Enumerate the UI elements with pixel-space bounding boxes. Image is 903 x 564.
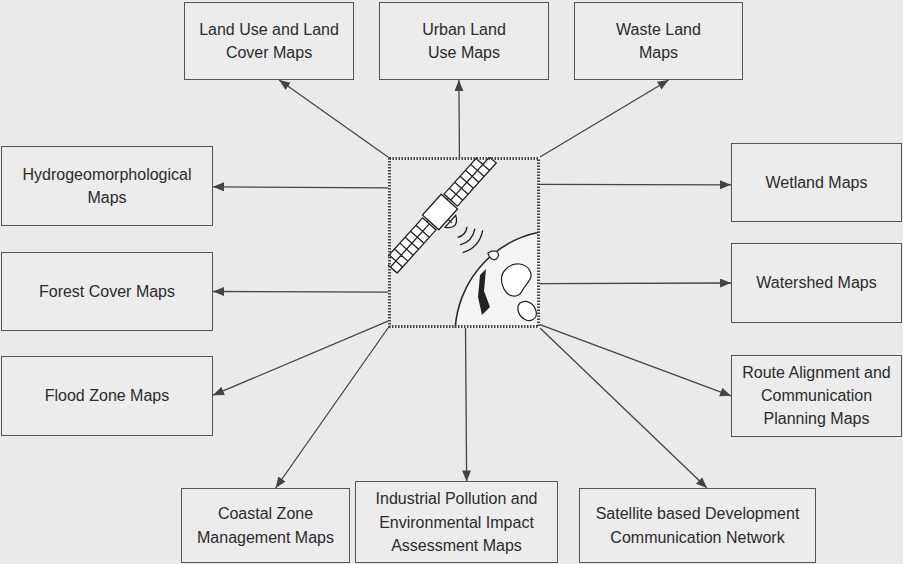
connector-arrow [213, 321, 388, 395]
connector-arrow [213, 291, 388, 293]
map-label: Industrial Pollution and Environmental I… [362, 487, 551, 557]
connector-arrow [279, 80, 388, 157]
map-label: Flood Zone Maps [45, 384, 170, 407]
map-box: Land Use and Land Cover Maps [184, 2, 354, 80]
connector-arrow [540, 184, 731, 186]
map-label: Watershed Maps [756, 271, 876, 294]
connector-arrow [540, 80, 669, 157]
connector-arrow [276, 328, 388, 488]
map-box: Route Alignment and Communication Planni… [731, 355, 902, 437]
map-box: Forest Cover Maps [1, 252, 213, 331]
map-label: Urban Land Use Maps [414, 18, 514, 64]
map-label: Coastal Zone Management Maps [196, 502, 336, 548]
map-box: Satellite based Development Communicatio… [579, 488, 816, 563]
connector-arrow [540, 325, 731, 396]
map-box: Industrial Pollution and Environmental I… [355, 481, 558, 563]
connector-arrow [458, 80, 460, 157]
connector-arrow [540, 282, 731, 284]
map-label: Hydrogeomorphological Maps [12, 163, 202, 209]
map-box: Wetland Maps [731, 143, 902, 222]
map-box: Hydrogeomorphological Maps [1, 146, 213, 226]
map-label: Satellite based Development Communicatio… [589, 502, 807, 548]
map-box: Waste Land Maps [574, 2, 743, 80]
map-box: Coastal Zone Management Maps [181, 488, 350, 563]
connector-arrow [540, 328, 707, 488]
satellite-illustration [388, 157, 540, 328]
map-label: Waste Land Maps [614, 18, 704, 64]
connector-arrow [213, 186, 388, 188]
map-label: Forest Cover Maps [39, 280, 175, 303]
map-label: Land Use and Land Cover Maps [199, 18, 339, 64]
map-box: Watershed Maps [731, 243, 902, 323]
connector-arrow [466, 328, 467, 481]
map-label: Wetland Maps [766, 171, 868, 194]
map-label: Route Alignment and Communication Planni… [741, 361, 893, 431]
satellite-hub [388, 157, 540, 328]
map-box: Urban Land Use Maps [379, 2, 549, 80]
map-box: Flood Zone Maps [1, 356, 213, 436]
